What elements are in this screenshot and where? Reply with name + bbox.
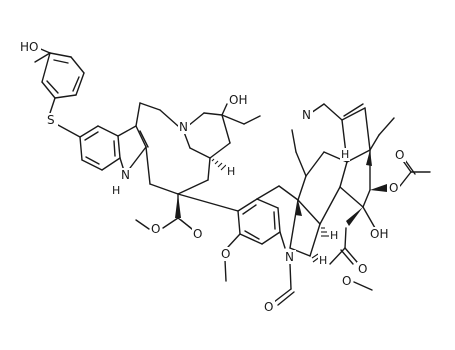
label-h4: H xyxy=(341,148,349,161)
label-o6: O xyxy=(264,300,273,314)
label-nh2: H xyxy=(112,184,120,197)
label-n3: N xyxy=(302,108,311,122)
wedge-c4 xyxy=(366,150,372,166)
velbanamine-macrocycle xyxy=(135,102,261,195)
atom-h3: H xyxy=(318,254,328,267)
wedge-c17 xyxy=(370,184,387,192)
label-o11: O xyxy=(342,274,351,288)
atom-h2: H xyxy=(329,229,339,242)
atom-o11: O xyxy=(341,274,353,288)
label-o3: O xyxy=(193,227,202,241)
label-o4: O xyxy=(151,222,160,236)
hash-bond-h2 xyxy=(321,227,329,237)
atom-o9: O xyxy=(394,148,406,162)
atom-nh1: N xyxy=(120,168,132,182)
label-o10: O xyxy=(358,262,367,276)
label-o9: O xyxy=(395,148,404,162)
bond-layer xyxy=(34,46,431,306)
atom-o4: O xyxy=(150,222,162,236)
oh-bond-vind xyxy=(362,206,376,229)
wedge-c16-ester xyxy=(346,207,363,226)
hydroxyphenyl-ring xyxy=(34,46,85,120)
atom-o3: O xyxy=(192,227,204,241)
label-s1: S xyxy=(47,113,55,127)
atom-o2: OH xyxy=(228,93,250,107)
label-nh1: N xyxy=(121,168,130,182)
atom-h1: H xyxy=(226,165,236,178)
atom-o1: HO xyxy=(19,40,41,54)
label-o2: OH xyxy=(229,93,247,107)
atom-n2: N xyxy=(284,250,296,264)
atom-o6: O xyxy=(263,300,275,314)
s-c-bond xyxy=(57,124,81,138)
wedge-c16 xyxy=(175,194,181,218)
atom-o8: OH xyxy=(369,227,391,241)
indole-pyrrole-ring xyxy=(117,125,149,175)
label-o1: HO xyxy=(20,40,38,54)
label-o5: O xyxy=(221,247,230,261)
label-h3: H xyxy=(319,254,327,267)
atom-h4: H xyxy=(340,148,350,161)
wedge-c5 xyxy=(295,200,302,216)
lower-ester xyxy=(329,227,373,291)
atom-o10: O xyxy=(357,262,369,276)
vindoline-benzene-ring xyxy=(224,198,281,282)
atom-n1: N xyxy=(178,120,190,134)
indole-benzene-ring xyxy=(79,125,121,171)
upper-ester xyxy=(135,193,194,231)
hash-bond-h1 xyxy=(211,158,227,171)
label-h1: H xyxy=(227,165,235,178)
label-n1: N xyxy=(179,120,188,134)
label-o8: OH xyxy=(370,227,388,241)
atom-s1: S xyxy=(46,113,58,127)
atom-n3: N xyxy=(301,108,313,122)
label-o7: O xyxy=(389,181,398,195)
atom-o7: O xyxy=(388,181,400,195)
acetate-group xyxy=(399,157,431,187)
atom-label-layer: HO S OH N H N H O xyxy=(19,40,406,314)
label-n2: N xyxy=(285,250,294,264)
atom-nh2: H xyxy=(111,183,123,197)
interlink-bond xyxy=(177,193,239,212)
label-h2: H xyxy=(330,229,338,242)
n-formyl xyxy=(273,263,295,306)
atom-o5: O xyxy=(220,247,232,261)
